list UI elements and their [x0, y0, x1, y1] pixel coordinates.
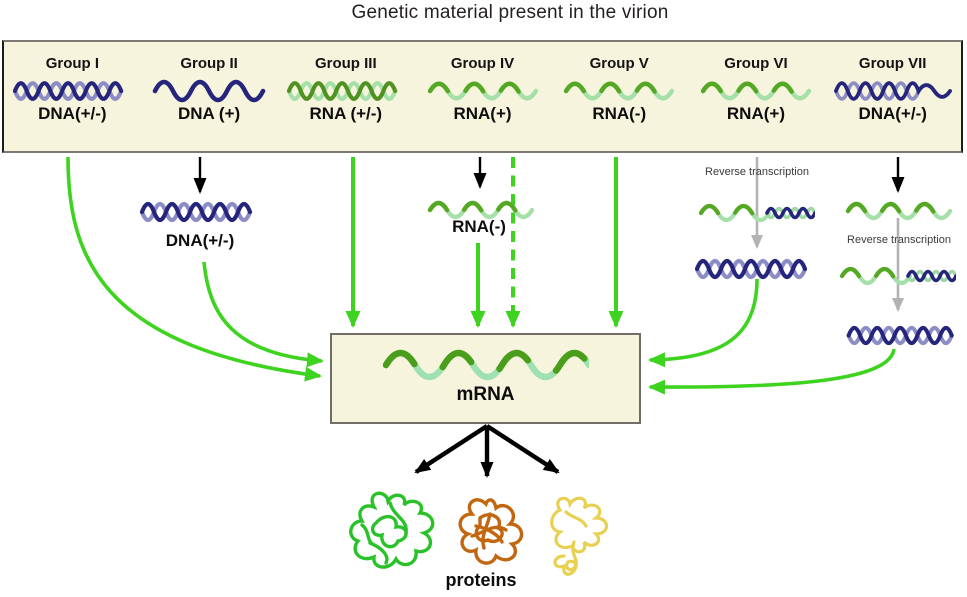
- group-name: Group III: [314, 55, 377, 72]
- mrna-to-protein-right-arrow: [485, 424, 560, 474]
- group-cell-4: Group IV RNA(+): [414, 42, 551, 151]
- group-cell-3: Group III RNA (+/-): [277, 42, 414, 151]
- group6-to-mrna-arrow: [648, 278, 759, 368]
- group-genome-label: RNA(-): [592, 104, 647, 123]
- virion-genome-panel: Group I DNA(+/-) Group II DNA (+) Group …: [2, 40, 963, 153]
- diagram-title: Genetic material present in the virion: [351, 2, 669, 23]
- group7-rna-strand-icon: [845, 201, 953, 221]
- protein-yellow-icon: [550, 496, 609, 576]
- group-genome-label: RNA(+): [453, 104, 512, 123]
- group-genome-label: RNA (+/-): [309, 104, 383, 123]
- group7-dna-double-helix-icon: [846, 325, 962, 346]
- protein-green-icon: [349, 491, 435, 569]
- group7-rna-dna-hybrid-icon: [840, 265, 956, 287]
- group7-to-mrna-arrow: [648, 348, 896, 395]
- group6-rna-dna-hybrid-icon: [699, 202, 815, 224]
- mrna-box: mRNA: [330, 333, 641, 424]
- group2-dna-double-helix-icon: [140, 201, 260, 223]
- group-name: Group II: [180, 55, 238, 72]
- mrna-strand-icon: [383, 348, 589, 382]
- group-cell-7: Group VII DNA(+/-): [824, 42, 961, 151]
- group-name: Group V: [589, 55, 649, 72]
- group-genome-label: DNA(+/-): [38, 104, 107, 123]
- proteins-label: proteins: [445, 570, 517, 590]
- group-name: Group VII: [858, 55, 927, 72]
- group-name: Group I: [45, 55, 100, 72]
- group-name: Group IV: [450, 55, 515, 72]
- group7-process-label: Reverse transcription: [847, 234, 951, 246]
- group-genome-label: RNA(+): [726, 104, 785, 123]
- group2-intermediate-label: DNA(+/-): [165, 231, 235, 250]
- group6-process-label: Reverse transcription: [705, 166, 809, 178]
- group4-intermediate-label: RNA(-): [452, 217, 506, 236]
- group-cell-5: Group V RNA(-): [551, 42, 688, 151]
- group2-to-mrna-arrow: [202, 261, 324, 368]
- mrna-label: mRNA: [456, 384, 515, 405]
- protein-orange-icon: [458, 498, 524, 565]
- group-name: Group VI: [724, 55, 788, 72]
- group-cell-1: Group I DNA(+/-): [4, 42, 141, 151]
- group-cell-6: Group VI RNA(+): [688, 42, 825, 151]
- group-genome-label: DNA(+/-): [858, 104, 927, 123]
- group-cell-2: Group II DNA (+): [141, 42, 278, 151]
- group6-dna-double-helix-icon: [695, 258, 815, 280]
- mrna-to-protein-left-arrow: [414, 424, 489, 474]
- group-genome-label: DNA (+): [177, 104, 241, 123]
- group1-to-mrna-arrow: [66, 156, 322, 382]
